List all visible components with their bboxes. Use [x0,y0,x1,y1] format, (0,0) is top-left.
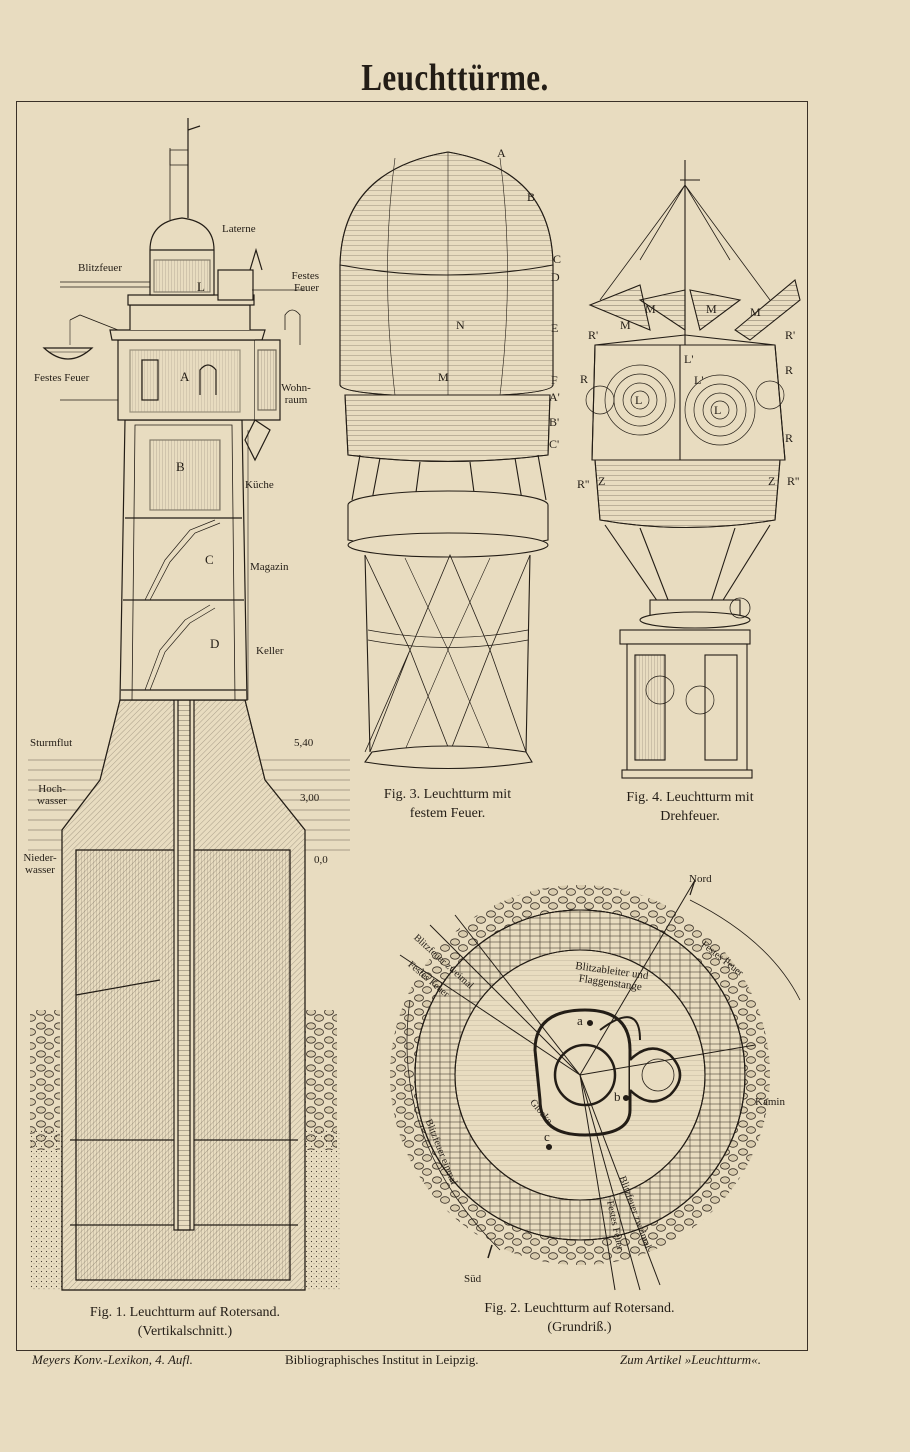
fig4-letter-l-prime-2: L' [694,373,704,387]
fig1-label-a: A [180,369,190,384]
page-title: Leuchttürme. [361,57,549,99]
fig1-label-wohnraum: Wohn- raum [281,382,311,406]
fig4-letter-r-dbl-right: R'' [787,474,800,488]
fig4-letter-m-3: M [706,302,717,316]
fig3-letter-n: N [456,318,465,332]
fig2-caption-line1: Fig. 2. Leuchtturm auf Rotersand. [484,1301,675,1316]
fig4-letter-l-1: L [635,393,643,407]
fig4-letter-z-2: Z [768,474,776,488]
fig3-fixed-light [339,151,554,770]
fig1-label-0-0: 0,0 [314,854,328,866]
fig3-letter-a: A [497,146,506,160]
fig3-letter-b-prime: B' [549,415,560,429]
fig3-letter-a-prime: A' [549,390,560,404]
fig4-letter-m-2: M [645,302,656,316]
fig3-letter-b: B [527,190,536,204]
fig3-caption-line1: Fig. 3. Leuchtturm mit [383,787,512,802]
fig4-caption-line1: Fig. 4. Leuchtturm mit [626,790,754,805]
fig1-label-blitzfeuer: Blitzfeuer [78,262,122,274]
fig1-caption: Fig. 1. Leuchtturm auf Rotersand. (Verti… [55,1304,315,1342]
fig1-label-sturmflut: Sturmflut [30,737,73,749]
fig1-label-hochwasser: Hoch- wasser [37,783,67,807]
fig1-label-b: B [176,459,185,474]
fig2-ground-plan [390,879,801,1291]
fig4-letter-r-right-1: R [785,363,794,377]
fig3-letter-d: D [551,270,560,284]
fig3-caption: Fig. 3. Leuchtturm mit festem Feuer. [355,786,540,824]
fig2-label-b: b [614,1089,621,1104]
fig1-caption-line1: Fig. 1. Leuchtturm auf Rotersand. [89,1305,281,1320]
fig1-label-5-40: 5,40 [294,737,314,749]
fig3-letter-f: F [551,373,558,387]
fig2-label-a: a [577,1013,583,1028]
fig4-letter-m-4: M [750,305,761,319]
fig4-letter-r-prime-left: R' [588,328,599,342]
fig1-caption-line2: (Vertikalschnitt.) [137,1323,233,1339]
fig4-rotating-light [585,160,801,779]
fig2-label-sued: Süd [464,1273,482,1285]
fig1-label-festes-feuer-top: Festes Feuer [291,270,320,294]
fig2-label-nord: Nord [689,873,712,885]
fig4-letter-l-2: L [714,403,722,417]
fig1-tower-section [28,118,350,1291]
fig3-letter-c-prime: C' [549,437,560,451]
fig4-letter-m-1: M [620,318,631,332]
fig4-letter-r-dbl-left: R'' [577,477,590,491]
fig3-letter-m: M [438,370,449,384]
fig3-letter-c: C [553,252,562,266]
fig2-caption: Fig. 2. Leuchtturm auf Rotersand. (Grund… [452,1300,707,1338]
fig4-caption: Fig. 4. Leuchtturm mit Drehfeuer. [600,789,780,827]
fig3-caption-line2: festem Feuer. [409,805,486,821]
fig4-letter-r-prime-right: R' [785,328,796,342]
fig1-label-l: L [197,279,205,294]
fig1-label-kueche: Küche [245,479,274,491]
plate-frame [16,101,808,1351]
footer-source: Meyers Konv.-Lexikon, 4. Aufl. [32,1352,193,1367]
fig1-label-laterne: Laterne [222,223,256,235]
footer-publisher: Bibliographisches Institut in Leipzig. [285,1352,479,1367]
fig4-letter-r-left: R [580,372,589,386]
fig4-letter-z-1: Z [598,474,606,488]
footer-article-ref: Zum Artikel »Leuchtturm«. [620,1352,761,1367]
fig2-label-kamin: Kamin [755,1096,785,1108]
fig4-letter-r-right-2: R [785,431,794,445]
fig1-label-magazin: Magazin [250,561,289,573]
fig2-label-c: c [544,1129,550,1144]
fig1-label-keller: Keller [256,645,284,657]
fig1-label-festes-feuer-left: Festes Feuer [34,372,90,384]
fig4-caption-line2: Drehfeuer. [660,808,720,824]
fig3-letter-e: E [551,321,559,335]
fig1-label-c: C [205,552,214,567]
fig4-letter-l-prime-1: L' [684,352,694,366]
fig1-label-niederwasser: Nieder- wasser [23,852,57,876]
fig2-caption-line2: (Grundriß.) [547,1319,612,1335]
fig1-label-d: D [210,636,220,651]
fig1-label-3-00: 3,00 [300,792,320,804]
